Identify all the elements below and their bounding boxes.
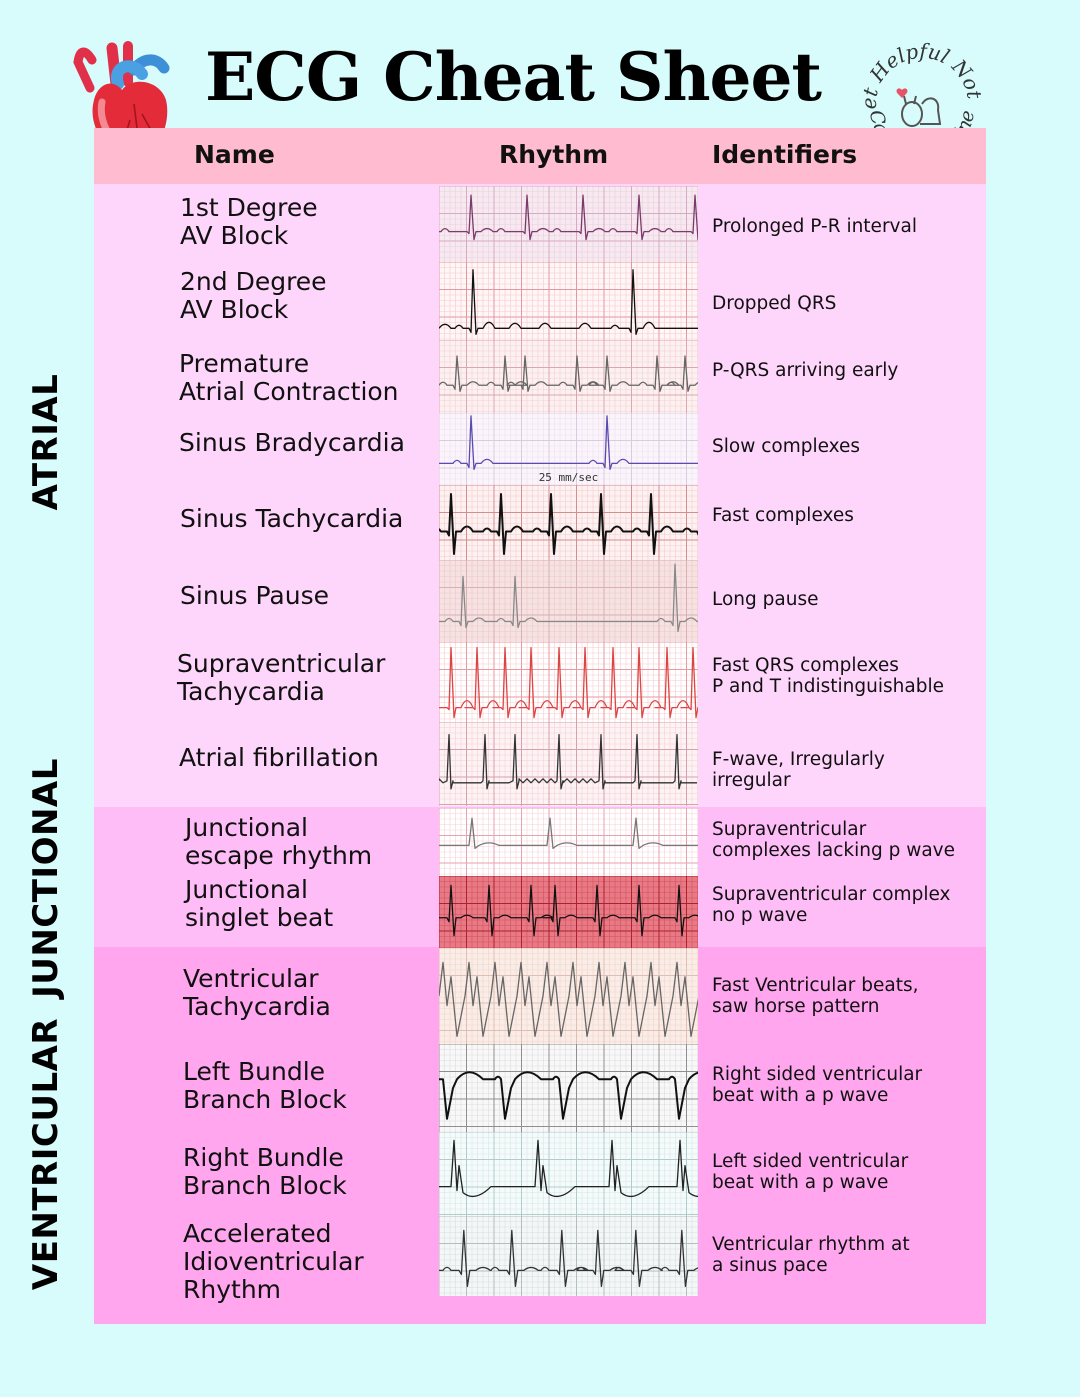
ecg-trace [439, 355, 698, 392]
ecg-trace [439, 646, 698, 719]
rhythm-identifier: Supraventricular complexes lacking p wav… [712, 819, 956, 861]
rhythm-name: Supraventricular Tachycardia [177, 649, 386, 706]
ecg-trace [439, 1139, 698, 1198]
ecg-strip-second-degree [439, 262, 698, 340]
rhythm-name: Sinus Pause [180, 581, 329, 610]
ecg-strip-afib [439, 722, 698, 806]
rhythm-name: Right Bundle Branch Block [183, 1143, 347, 1200]
table-row: Sinus Bradycardia Slow complexes [94, 413, 986, 485]
side-label-junctional: JUNCTIONAL [26, 758, 66, 998]
table-row: Left Bundle Branch Block Right sided vent… [94, 1044, 986, 1132]
rhythm-name: Left Bundle Branch Block [183, 1057, 347, 1114]
table-row: 2nd Degree AV Block Dropped QRS [94, 262, 986, 340]
rhythm-identifier: Fast Ventricular beats, saw horse patter… [712, 975, 919, 1017]
rhythm-identifier: Prolonged P-R interval [712, 216, 917, 237]
rhythm-identifier: P-QRS arriving early [712, 360, 899, 381]
ecg-strip-vtach [439, 948, 698, 1044]
ecg-strip-pac [439, 340, 698, 413]
ecg-trace [439, 194, 698, 241]
ecg-strip-aivr [439, 1216, 698, 1296]
rhythm-identifier: Supraventricular complex no p wave [712, 884, 951, 926]
pets-icon [901, 95, 942, 127]
header-rhythm: Rhythm [499, 140, 609, 169]
ecg-trace [439, 1229, 698, 1288]
ecg-trace [439, 269, 698, 335]
strip-speed-label: 25 mm/sec [539, 471, 599, 484]
page-title: ECG Cheat Sheet [205, 38, 822, 116]
rhythm-identifier: Fast complexes [712, 505, 854, 526]
ecg-trace [439, 733, 697, 790]
header-name: Name [194, 140, 275, 169]
ecg-strip-junc-singlet [439, 876, 698, 948]
ecg-trace [439, 884, 698, 937]
rhythm-name: Junctional escape rhythm [185, 813, 373, 870]
rhythm-identifier: F-wave, Irregularly irregular [712, 749, 885, 791]
rhythm-identifier: Long pause [712, 589, 819, 610]
ecg-strip-tachy [439, 485, 698, 560]
table-row: Junctional singlet beat Supraventricular … [94, 876, 986, 948]
table-row: Sinus Tachycardia Fast complexes [94, 485, 986, 560]
ecg-strip-junc-escape [439, 808, 698, 876]
rhythm-identifier: Ventricular rhythm at a sinus pace [712, 1234, 910, 1276]
rhythm-identifier: Fast QRS complexes P and T indistinguish… [712, 655, 944, 697]
ecg-trace [439, 1071, 698, 1120]
rhythm-name: 1st Degree AV Block [180, 193, 318, 250]
rhythm-identifier: Right sided ventricular beat with a p wa… [712, 1064, 923, 1106]
table-row: Sinus Pause Long pause [94, 560, 986, 642]
ecg-strip-lbbb [439, 1044, 698, 1132]
rhythm-name: Sinus Tachycardia [180, 504, 404, 533]
ecg-trace [439, 493, 698, 555]
small-heart-icon [896, 88, 908, 98]
table-header: Name Rhythm Identifiers [94, 128, 986, 184]
side-label-ventricular: VENTRICULAR [26, 1017, 66, 1291]
side-label-atrial: ATRIAL [26, 373, 66, 511]
table-row: Accelerated Idioventricular Rhythm Ventri… [94, 1216, 986, 1304]
rhythm-identifier: Dropped QRS [712, 293, 837, 314]
table-row: Premature Atrial Contraction P-QRS arrivi… [94, 340, 986, 413]
table-row: Supraventricular Tachycardia Fast QRS com… [94, 642, 986, 722]
rhythm-identifier: Slow complexes [712, 436, 861, 457]
ecg-trace [439, 961, 698, 1037]
badge-top-text: Vet Helpful Notes [856, 38, 987, 109]
ecg-strip-brady: 25 mm/sec [439, 413, 698, 485]
rhythm-name: Accelerated Idioventricular Rhythm [183, 1219, 364, 1304]
rhythm-name: 2nd Degree AV Block [180, 267, 327, 324]
table-row: Atrial fibrillation F-wave, Irregularly i… [94, 722, 986, 806]
table-row: Right Bundle Branch Block Left sided vent… [94, 1132, 986, 1216]
ecg-strip-svt [439, 642, 698, 722]
rhythm-name: Sinus Bradycardia [179, 428, 405, 457]
ecg-strip-first-degree [439, 186, 698, 262]
rhythm-name: Premature Atrial Contraction [179, 349, 399, 406]
header-identifiers: Identifiers [712, 140, 858, 169]
rhythm-name: Ventricular Tachycardia [183, 964, 331, 1021]
rhythm-name: Junctional singlet beat [185, 875, 334, 932]
ecg-trace [439, 817, 698, 850]
table-row: Junctional escape rhythm Supraventricular… [94, 808, 986, 876]
rhythm-name: Atrial fibrillation [179, 743, 379, 772]
ecg-trace [439, 415, 698, 471]
ecg-strip-pause [439, 560, 698, 642]
table-row: 1st Degree AV Block Prolonged P-R interva… [94, 186, 986, 262]
ecg-strip-rbbb [439, 1132, 698, 1216]
table-row: Ventricular Tachycardia Fast Ventricular … [94, 948, 986, 1044]
ecg-trace [439, 563, 698, 633]
rhythm-identifier: Left sided ventricular beat with a p wav… [712, 1151, 909, 1193]
